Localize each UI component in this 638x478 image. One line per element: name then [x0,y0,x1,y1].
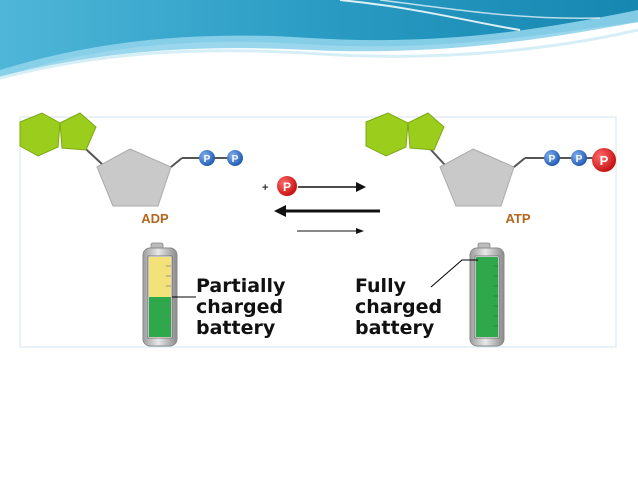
adp-base-pentagon [59,112,97,151]
atp-phosphate-2-label: P [576,154,583,165]
adp-base-hexagon [19,112,61,157]
atp-phosphate-3 [592,148,616,172]
atp-base-pentagon [407,112,445,151]
partial-battery: Partially charged battery [142,242,286,347]
free-phosphate-label: P [283,180,291,194]
full-battery-label-line2: charged [355,296,442,318]
full-battery-charge [476,257,498,337]
diagram-frame [19,116,617,348]
atp-molecule: P P P ATP [365,112,616,226]
atp-label: ATP [505,211,530,226]
partial-battery-label-line3: battery [196,317,276,339]
reaction-arrows: + P [262,176,380,234]
partial-battery-label-line2: charged [196,296,283,318]
adp-sugar-pentagon [96,148,172,207]
full-battery: Fully charged battery [355,242,505,347]
atp-phosphate-1 [544,150,560,166]
adp-phosphate-1 [199,150,215,166]
atp-phosphate-1-label: P [549,154,556,165]
plus-sign: + [262,182,268,194]
atp-phosphate-2 [571,150,587,166]
atp-sugar-pentagon [439,148,515,207]
partial-battery-charge [149,297,171,337]
adp-label: ADP [141,211,169,226]
adp-phosphate-2 [227,150,243,166]
header-swoosh [0,0,638,80]
full-battery-label-line3: battery [355,317,435,339]
partial-battery-label-line1: Partially [196,275,286,297]
adp-phosphate-1-label: P [204,154,211,165]
atp-phosphate-3-label: P [600,153,609,168]
full-battery-label-line1: Fully [355,275,407,297]
adp-molecule: P P ADP [19,112,243,226]
adp-phosphate-2-label: P [232,154,239,165]
atp-base-hexagon [365,112,409,157]
free-phosphate [277,176,297,196]
